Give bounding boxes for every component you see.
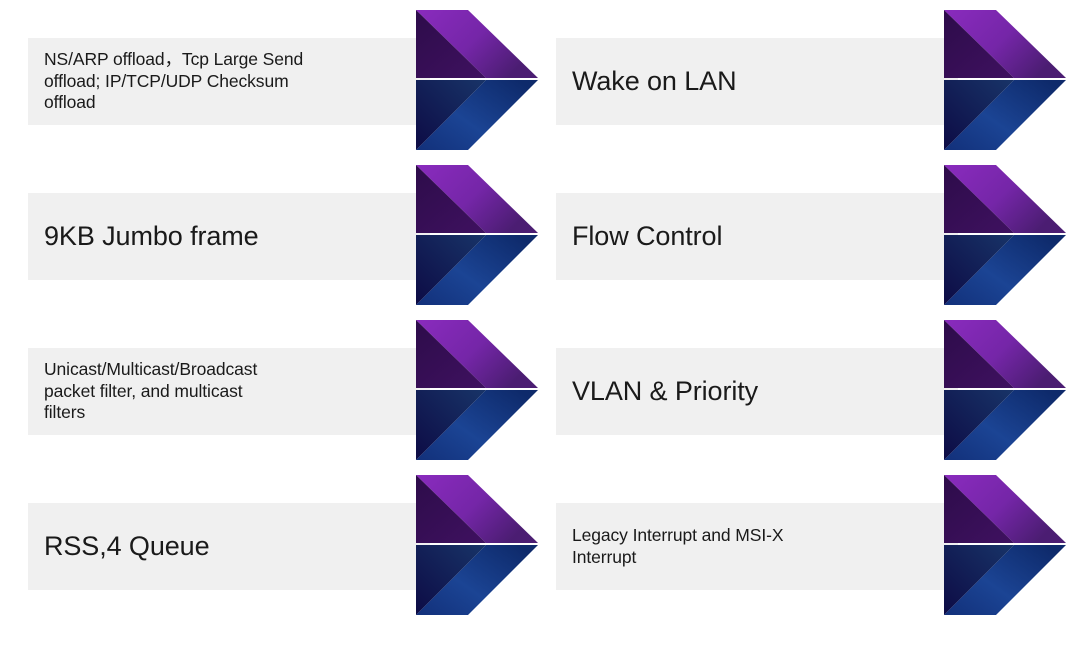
chevron-upper-notch <box>944 165 1014 233</box>
chevron-arrow-icon <box>416 10 538 150</box>
chevron-upper-notch <box>944 10 1014 78</box>
chevron-arrow-icon <box>416 165 538 305</box>
chevron-lower-band <box>944 390 1066 460</box>
chevron-arrow-icon <box>416 475 538 615</box>
chevron-arrow <box>388 8 540 152</box>
feature-plate: Unicast/Multicast/Broadcast packet filte… <box>28 348 430 435</box>
chevron-arrow-icon <box>944 320 1066 460</box>
feature-label: NS/ARP offload，Tcp Large Send offload; I… <box>44 49 304 113</box>
feature-plate: Legacy Interrupt and MSI-X Interrupt <box>556 503 958 590</box>
feature-label: Wake on LAN <box>572 66 737 97</box>
chevron-lower-band <box>944 80 1066 150</box>
feature-banner-offload-features[interactable]: NS/ARP offload，Tcp Large Send offload; I… <box>28 8 540 152</box>
feature-label: Legacy Interrupt and MSI-X Interrupt <box>572 525 784 567</box>
feature-banner-flow-control[interactable]: Flow Control <box>556 163 1068 307</box>
feature-plate: VLAN & Priority <box>556 348 958 435</box>
chevron-lower-notch <box>416 235 486 305</box>
chevron-arrow-icon <box>416 320 538 460</box>
chevron-lower-notch <box>944 545 1014 615</box>
chevron-lower-band <box>944 235 1066 305</box>
chevron-arrow-icon <box>944 165 1066 305</box>
feature-plate: Wake on LAN <box>556 38 958 125</box>
chevron-lower-notch <box>416 390 486 460</box>
chevron-arrow <box>388 473 540 617</box>
feature-label: Flow Control <box>572 221 723 252</box>
chevron-arrow-icon <box>944 475 1066 615</box>
chevron-lower-notch <box>944 390 1014 460</box>
chevron-upper-band <box>944 320 1066 388</box>
chevron-lower-band <box>416 390 538 460</box>
chevron-lower-notch <box>416 545 486 615</box>
feature-plate: Flow Control <box>556 193 958 280</box>
chevron-upper-notch <box>944 475 1014 543</box>
chevron-lower-band <box>416 80 538 150</box>
chevron-upper-notch <box>416 10 486 78</box>
chevron-upper-band <box>416 475 538 543</box>
chevron-upper-band <box>416 165 538 233</box>
chevron-upper-band <box>944 165 1066 233</box>
feature-label: 9KB Jumbo frame <box>44 221 259 252</box>
feature-plate: RSS,4 Queue <box>28 503 430 590</box>
chevron-upper-band <box>416 320 538 388</box>
chevron-arrow <box>916 473 1068 617</box>
chevron-upper-band <box>416 10 538 78</box>
chevron-arrow <box>916 163 1068 307</box>
chevron-lower-notch <box>944 80 1014 150</box>
chevron-upper-notch <box>416 320 486 388</box>
chevron-upper-notch <box>416 475 486 543</box>
feature-banner-interrupts[interactable]: Legacy Interrupt and MSI-X Interrupt <box>556 473 1068 617</box>
chevron-arrow <box>388 163 540 307</box>
feature-banner-packet-filter[interactable]: Unicast/Multicast/Broadcast packet filte… <box>28 318 540 462</box>
chevron-arrow <box>916 318 1068 462</box>
feature-label: RSS,4 Queue <box>44 531 210 562</box>
chevron-lower-band <box>416 545 538 615</box>
chevron-upper-band <box>944 475 1066 543</box>
feature-banner-jumbo-frame[interactable]: 9KB Jumbo frame <box>28 163 540 307</box>
chevron-arrow <box>388 318 540 462</box>
chevron-upper-band <box>944 10 1066 78</box>
feature-label: Unicast/Multicast/Broadcast packet filte… <box>44 359 258 423</box>
chevron-lower-band <box>416 235 538 305</box>
feature-banner-wake-on-lan[interactable]: Wake on LAN <box>556 8 1068 152</box>
chevron-upper-notch <box>416 165 486 233</box>
chevron-upper-notch <box>944 320 1014 388</box>
feature-banner-vlan-priority[interactable]: VLAN & Priority <box>556 318 1068 462</box>
feature-plate: NS/ARP offload，Tcp Large Send offload; I… <box>28 38 430 125</box>
feature-plate: 9KB Jumbo frame <box>28 193 430 280</box>
chevron-lower-notch <box>416 80 486 150</box>
chevron-arrow-icon <box>944 10 1066 150</box>
chevron-lower-band <box>944 545 1066 615</box>
feature-banner-rss-queue[interactable]: RSS,4 Queue <box>28 473 540 617</box>
feature-label: VLAN & Priority <box>572 376 759 407</box>
chevron-lower-notch <box>944 235 1014 305</box>
chevron-arrow <box>916 8 1068 152</box>
